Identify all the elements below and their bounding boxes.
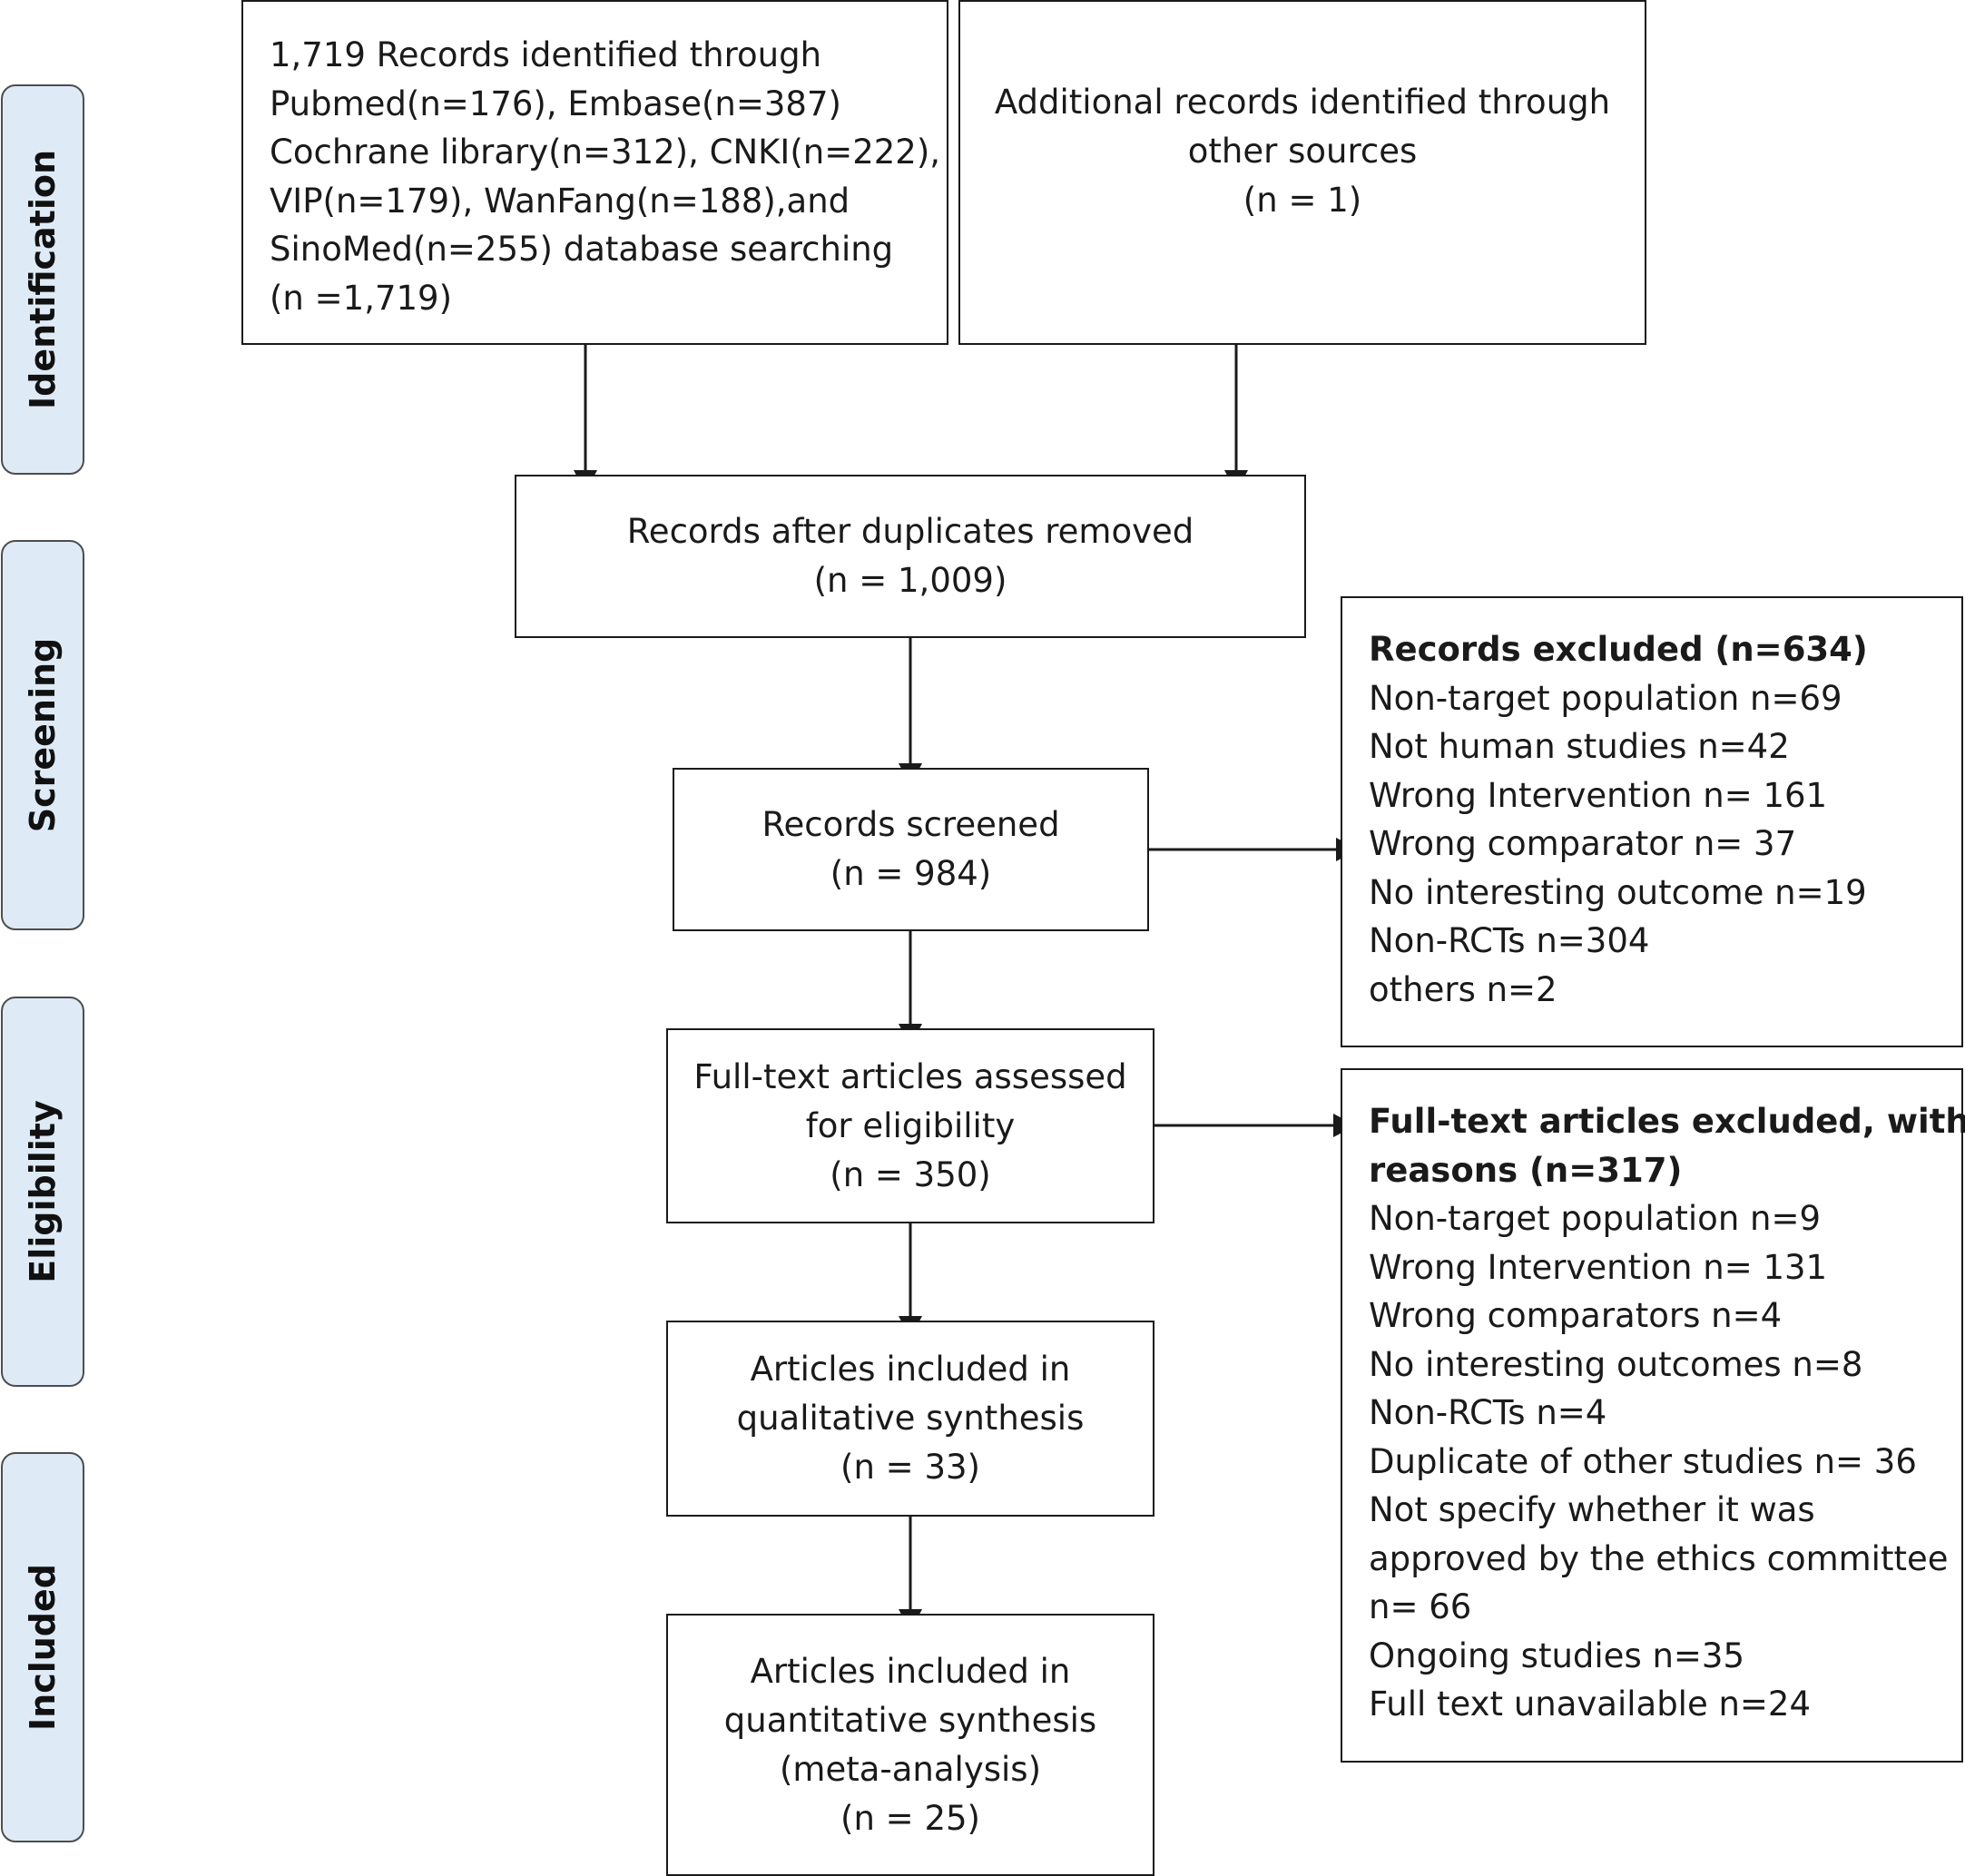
after-duplicates-box: Records after duplicates removed (n = 1,… bbox=[515, 475, 1306, 638]
fulltext-excluded-title: reasons (n=317) bbox=[1369, 1150, 1683, 1190]
excluded-reason: Wrong comparator n= 37 bbox=[1369, 824, 1797, 863]
other-sources-box: Additional records identified through ot… bbox=[958, 0, 1646, 345]
excluded-reason: Not human studies n=42 bbox=[1369, 727, 1790, 766]
fulltext-excluded-reason: No interesting outcomes n=8 bbox=[1369, 1344, 1863, 1384]
stage-screening-label: Screening bbox=[23, 637, 63, 833]
fulltext-excluded-reason: approved by the ethics committee bbox=[1369, 1538, 1949, 1578]
quantitative-synthesis-box: Articles included in quantitative synthe… bbox=[666, 1614, 1154, 1876]
box-line: for eligibility bbox=[805, 1105, 1016, 1145]
stage-included: Included bbox=[1, 1452, 84, 1842]
qualitative-synthesis-box: Articles included in qualitative synthes… bbox=[666, 1321, 1154, 1517]
excluded-reason: No interesting outcome n=19 bbox=[1369, 872, 1867, 912]
box-line: 1,719 Records identified through bbox=[270, 35, 822, 74]
fulltext-excluded-reason: n= 66 bbox=[1369, 1587, 1472, 1626]
fulltext-excluded-reason: Not specify whether it was bbox=[1369, 1490, 1815, 1529]
box-line: Records screened bbox=[761, 805, 1060, 844]
box-line: VIP(n=179), WanFang(n=188),and bbox=[270, 181, 850, 221]
stage-included-label: Included bbox=[23, 1564, 63, 1731]
database-search-box: 1,719 Records identified through Pubmed(… bbox=[241, 0, 948, 345]
full-text-assessed-box: Full-text articles assessed for eligibil… bbox=[666, 1028, 1154, 1223]
fulltext-excluded-reason: Non-RCTs n=4 bbox=[1369, 1393, 1607, 1432]
box-line: (n = 33) bbox=[840, 1448, 980, 1487]
box-line: Pubmed(n=176), Embase(n=387) bbox=[270, 83, 841, 123]
box-line: (n = 984) bbox=[830, 854, 992, 893]
box-line: Full-text articles assessed bbox=[693, 1056, 1127, 1096]
excluded-reason: Non-RCTs n=304 bbox=[1369, 921, 1650, 960]
fulltext-excluded-reason: Full text unavailable n=24 bbox=[1369, 1684, 1812, 1724]
box-line: other sources bbox=[1187, 132, 1418, 171]
fulltext-excluded-reason: Wrong Intervention n= 131 bbox=[1369, 1247, 1828, 1287]
box-line: (n = 25) bbox=[840, 1798, 980, 1838]
box-line: quantitative synthesis bbox=[723, 1700, 1097, 1740]
box-line: Articles included in bbox=[750, 1350, 1071, 1389]
box-line: (n = 1,009) bbox=[813, 561, 1007, 600]
box-line: Cochrane library(n=312), CNKI(n=222), bbox=[270, 133, 941, 172]
stage-identification: Identification bbox=[1, 84, 84, 475]
stage-eligibility: Eligibility bbox=[1, 997, 84, 1387]
fulltext-excluded-reason: Ongoing studies n=35 bbox=[1369, 1635, 1745, 1675]
stage-screening: Screening bbox=[1, 540, 84, 930]
box-line: (n = 1) bbox=[1243, 181, 1362, 220]
excluded-reason: Non-target population n=69 bbox=[1369, 678, 1842, 718]
box-line: SinoMed(n=255) database searching bbox=[270, 230, 894, 269]
box-line: Records after duplicates removed bbox=[626, 512, 1194, 551]
records-screened-box: Records screened (n = 984) bbox=[673, 768, 1149, 931]
records-excluded-box: Records excluded (n=634) Non-target popu… bbox=[1341, 596, 1963, 1047]
fulltext-excluded-reason: Duplicate of other studies n= 36 bbox=[1369, 1441, 1917, 1481]
records-excluded-title: Records excluded (n=634) bbox=[1369, 630, 1868, 669]
box-line: Additional records identified through bbox=[994, 83, 1611, 122]
box-line: (n =1,719) bbox=[270, 278, 453, 318]
fulltext-excluded-reason: Non-target population n=9 bbox=[1369, 1199, 1822, 1238]
box-line: (meta-analysis) bbox=[779, 1749, 1041, 1789]
excluded-reason: Wrong Intervention n= 161 bbox=[1369, 775, 1828, 815]
fulltext-excluded-reason: Wrong comparators n=4 bbox=[1369, 1296, 1783, 1335]
fulltext-excluded-box: Full-text articles excluded, with reason… bbox=[1341, 1068, 1965, 1763]
box-line: Articles included in bbox=[750, 1651, 1071, 1691]
excluded-reason: others n=2 bbox=[1369, 969, 1557, 1009]
box-line: qualitative synthesis bbox=[736, 1399, 1085, 1438]
stage-identification-label: Identification bbox=[23, 149, 63, 410]
fulltext-excluded-title: Full-text articles excluded, with bbox=[1369, 1102, 1965, 1141]
box-line: (n = 350) bbox=[830, 1154, 991, 1194]
stage-eligibility-label: Eligibility bbox=[23, 1100, 63, 1283]
